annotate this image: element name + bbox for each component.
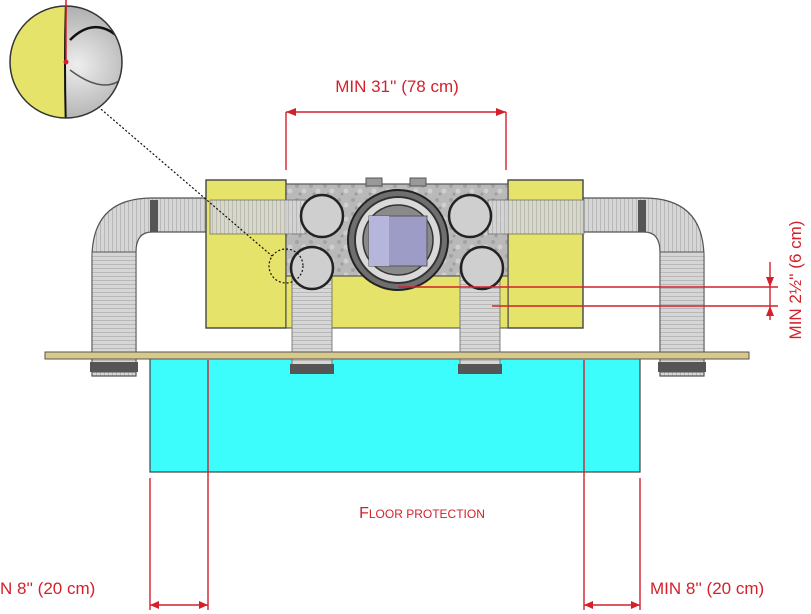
bottom-right-label: MIN 8'' (20 cm) xyxy=(650,579,764,598)
top-nub-left xyxy=(365,177,383,187)
bottom-right-dimension xyxy=(583,360,641,610)
detail-callout-leader xyxy=(94,103,273,257)
magnified-detail xyxy=(9,0,123,119)
bottom-left-label: N 8'' (20 cm) xyxy=(0,579,95,598)
duct-port-top-left xyxy=(299,193,345,239)
right-horizontal-duct xyxy=(487,199,585,235)
central-flue-collar xyxy=(347,189,449,291)
floor-protection-area xyxy=(149,357,641,473)
floor-protection-initial: F xyxy=(359,505,369,522)
detail-callout-circle xyxy=(268,248,304,284)
side-height-dimension xyxy=(398,262,778,320)
duct-port-bottom-right xyxy=(459,245,505,291)
duct-port-top-right xyxy=(447,193,493,239)
left-outer-pipe xyxy=(90,197,211,377)
duct-port-bottom-left xyxy=(289,245,335,291)
top-nub-right xyxy=(409,177,427,187)
top-width-label: MIN 31'' (78 cm) xyxy=(335,77,459,96)
left-horizontal-duct xyxy=(209,199,307,235)
hearth-plate xyxy=(44,351,750,360)
floor-protection-label: FLOOR PROTECTION xyxy=(359,505,485,522)
floor-protection-rest: LOOR PROTECTION xyxy=(369,507,485,521)
bottom-left-dimension xyxy=(149,360,209,610)
top-width-dimension xyxy=(285,108,507,170)
side-height-label: MIN 2½'' (6 cm) xyxy=(786,221,805,340)
